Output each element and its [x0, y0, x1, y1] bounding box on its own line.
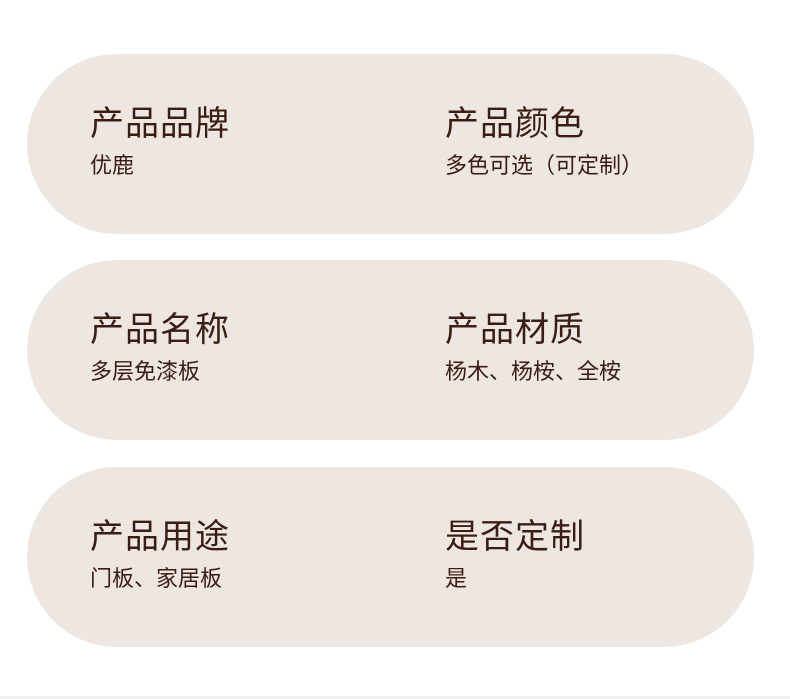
spec-value: 杨木、杨桉、全桉: [445, 360, 622, 385]
spec-field-brand: 产品品牌 优鹿: [90, 104, 230, 180]
spec-field-name: 产品名称 多层免漆板: [90, 310, 230, 386]
spec-card-brand-color: 产品品牌 优鹿 产品颜色 多色可选（可定制）: [27, 54, 754, 234]
spec-card-name-material: 产品名称 多层免漆板 产品材质 杨木、杨桉、全桉: [27, 260, 754, 440]
spec-label: 产品品牌: [90, 104, 230, 144]
spec-card-use-custom: 产品用途 门板、家居板 是否定制 是: [27, 467, 754, 647]
spec-value: 门板、家居板: [90, 567, 223, 592]
spec-label: 产品名称: [90, 310, 230, 350]
spec-field-material: 产品材质 杨木、杨桉、全桉: [445, 310, 621, 386]
spec-label: 产品用途: [90, 517, 230, 557]
spec-value: 是: [445, 567, 468, 592]
spec-label: 产品材质: [445, 310, 585, 350]
spec-value: 多层免漆板: [90, 360, 201, 385]
spec-label: 产品颜色: [445, 104, 585, 144]
bottom-divider: [0, 696, 790, 699]
spec-value: 多色可选（可定制）: [445, 154, 644, 179]
spec-field-use: 产品用途 门板、家居板: [90, 517, 230, 593]
spec-label: 是否定制: [445, 517, 585, 557]
spec-field-customizable: 是否定制 是: [445, 517, 585, 593]
spec-value: 优鹿: [90, 154, 135, 179]
spec-field-color: 产品颜色 多色可选（可定制）: [445, 104, 643, 180]
